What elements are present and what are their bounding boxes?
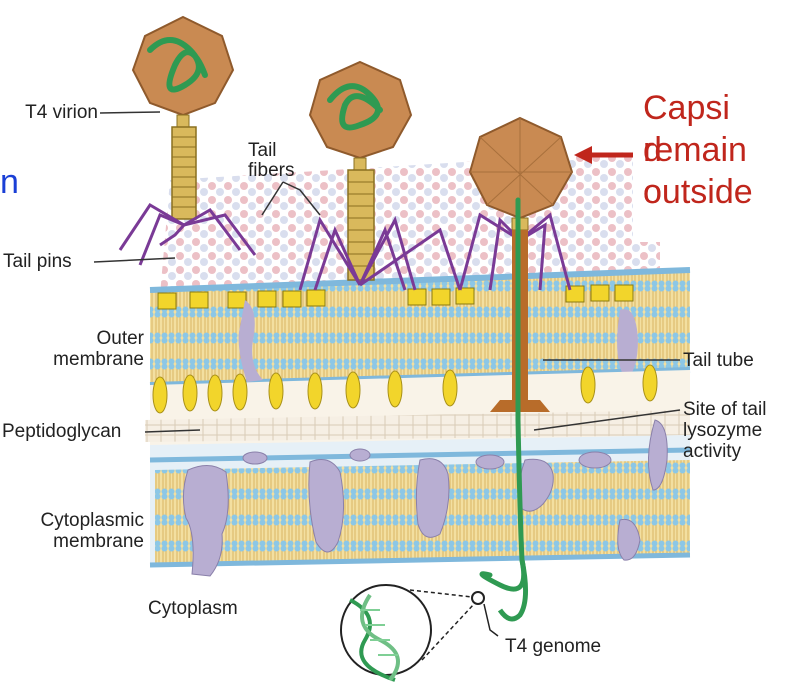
annotation-line-3b: outside xyxy=(643,173,753,211)
label-t4-genome: T4 genome xyxy=(505,636,602,657)
label-site-of-tail-line2: lysozyme xyxy=(683,420,763,441)
phage-right xyxy=(458,116,574,622)
label-cytoplasmic-membrane-line1: Cytoplasmic xyxy=(40,510,144,531)
label-outer-membrane-line1: Outer xyxy=(96,328,144,349)
label-t4-virion: T4 virion xyxy=(25,102,98,123)
genome-zoom xyxy=(340,584,499,682)
label-cytoplasmic-membrane-line2: membrane xyxy=(53,531,144,552)
label-tail-fibers-line2: fibers xyxy=(248,160,295,181)
label-peptidoglycan: Peptidoglycan xyxy=(2,421,122,442)
outer-membrane xyxy=(149,267,691,388)
label-site-of-tail-line1: Site of tail xyxy=(683,399,767,420)
label-cytoplasm: Cytoplasm xyxy=(148,598,238,619)
cytoplasmic-membrane xyxy=(149,419,691,577)
phage-left xyxy=(118,15,257,266)
label-site-of-tail-line3: activity xyxy=(683,441,742,462)
label-tail-tube: Tail tube xyxy=(683,350,754,371)
red-arrow xyxy=(574,146,640,164)
annotation-line-2b: remain xyxy=(643,131,747,169)
leader-lines xyxy=(93,111,681,433)
annotation-line-1: Capsi xyxy=(643,89,730,127)
label-tail-fibers-line1: Tail xyxy=(248,140,277,161)
peptidoglycan xyxy=(145,364,690,445)
annotation-line-3a: o xyxy=(643,173,662,211)
annotation-box: Capsi d remain o outside xyxy=(633,82,792,242)
label-tail-pins: Tail pins xyxy=(3,251,72,272)
annotation-line-2a: d xyxy=(643,131,662,169)
phage-middle xyxy=(298,60,462,291)
slide-text-fragment: n xyxy=(0,163,19,201)
label-outer-membrane-line2: membrane xyxy=(53,349,144,370)
